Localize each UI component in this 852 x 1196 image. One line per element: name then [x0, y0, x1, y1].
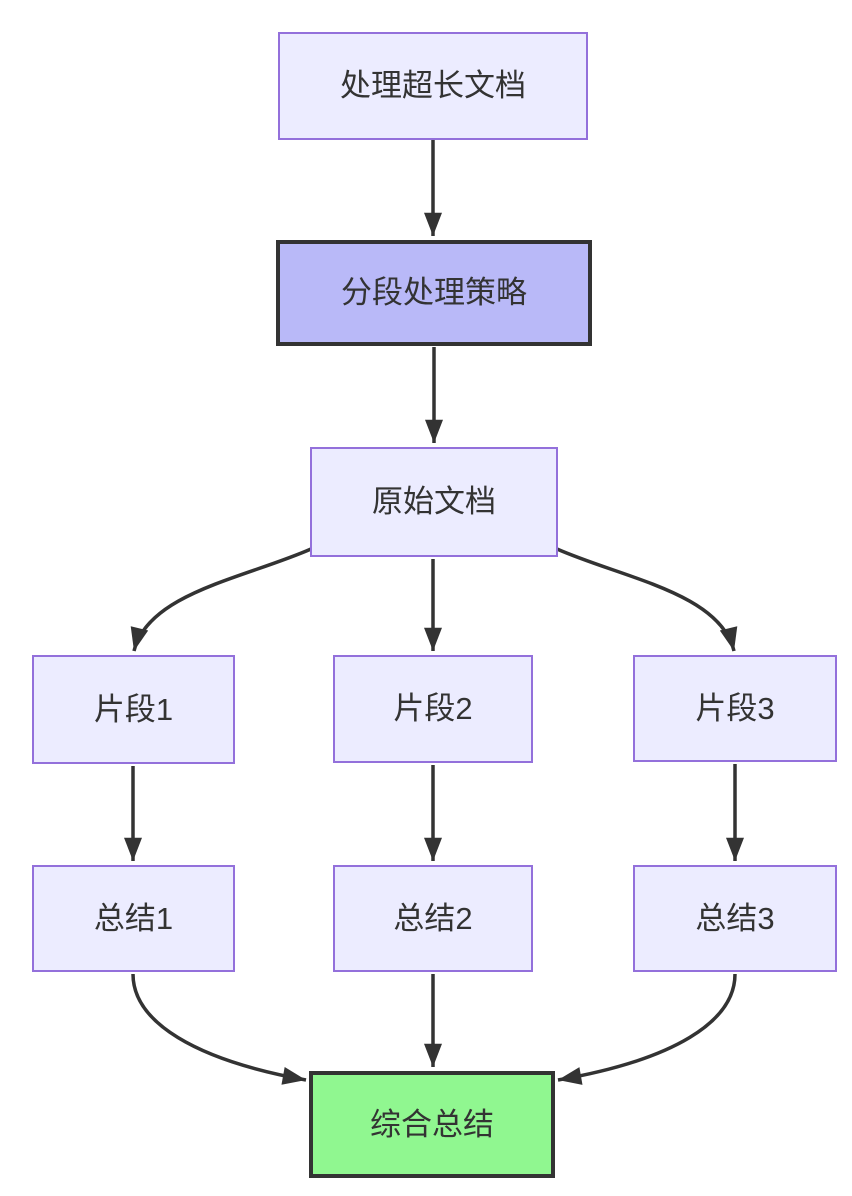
node-fragment-1: 片段1	[32, 655, 235, 764]
node-label: 综合总结	[370, 1106, 494, 1142]
edge-original-document-to-fragment-3	[556, 547, 738, 652]
node-label: 原始文档	[372, 484, 496, 520]
node-fragment-3: 片段3	[633, 655, 837, 762]
node-label: 片段3	[695, 690, 775, 726]
node-summary-3: 总结3	[633, 865, 837, 972]
node-label: 片段2	[393, 691, 473, 727]
node-summary-1: 总结1	[32, 865, 235, 972]
node-label: 分段处理策略	[341, 275, 527, 311]
node-label: 总结1	[93, 900, 174, 936]
node-label: 总结3	[695, 900, 775, 936]
node-handle-long-document: 处理超长文档	[278, 32, 588, 140]
node-label: 总结2	[393, 900, 473, 936]
edge-original-document-to-fragment-1	[130, 547, 312, 652]
node-fragment-2: 片段2	[333, 655, 533, 763]
node-label: 处理超长文档	[340, 68, 526, 104]
node-segmentation-strategy: 分段处理策略	[276, 240, 592, 346]
node-original-document: 原始文档	[310, 447, 558, 557]
node-final-summary: 综合总结	[309, 1071, 555, 1178]
edge-summary-3-to-final-summary	[557, 973, 737, 1085]
edge-summary-1-to-final-summary	[131, 973, 307, 1085]
node-label: 片段1	[93, 691, 174, 727]
node-summary-2: 总结2	[333, 865, 533, 972]
